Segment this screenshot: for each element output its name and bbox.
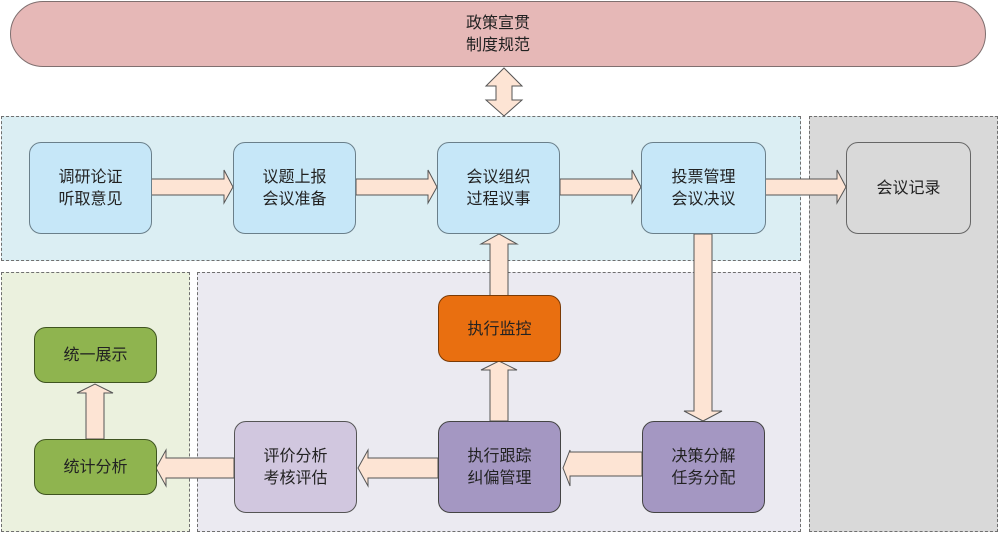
node-organize-line2: 过程议事 xyxy=(466,189,531,208)
node-stats-line1: 统计分析 xyxy=(63,457,128,476)
arrow-organize-to-vote xyxy=(559,169,642,205)
arrow-evaluate-to-stats xyxy=(155,448,235,488)
node-vote[interactable]: 投票管理 会议决议 xyxy=(641,142,766,234)
node-evaluate-line1: 评价分析 xyxy=(263,446,328,465)
node-organize[interactable]: 会议组织 过程议事 xyxy=(437,142,560,234)
node-vote-line1: 投票管理 xyxy=(671,167,736,186)
banner-line1: 政策宣贯 xyxy=(465,13,530,32)
banner-line2: 制度规范 xyxy=(465,35,530,54)
node-evaluate[interactable]: 评价分析 考核评估 xyxy=(234,421,357,513)
node-agenda[interactable]: 议题上报 会议准备 xyxy=(233,142,356,234)
node-decompose[interactable]: 决策分解 任务分配 xyxy=(642,421,765,513)
node-decompose-line1: 决策分解 xyxy=(671,446,736,465)
node-research-line1: 调研论证 xyxy=(58,167,123,186)
node-monitor-line1: 执行监控 xyxy=(467,318,532,338)
arrow-stats-to-display xyxy=(76,383,114,440)
arrow-research-to-agenda xyxy=(150,169,234,205)
node-evaluate-line2: 考核评估 xyxy=(263,468,328,487)
node-agenda-line1: 议题上报 xyxy=(262,167,327,186)
node-decompose-line2: 任务分配 xyxy=(671,468,736,487)
arrow-banner-bidirectional xyxy=(484,67,524,117)
node-agenda-line2: 会议准备 xyxy=(262,189,327,208)
node-track-line2: 纠偏管理 xyxy=(467,468,532,487)
node-research[interactable]: 调研论证 听取意见 xyxy=(29,142,152,234)
arrow-agenda-to-organize xyxy=(355,169,438,205)
arrow-monitor-to-organize xyxy=(479,233,519,297)
arrow-vote-to-record xyxy=(764,169,847,205)
node-display[interactable]: 统一展示 xyxy=(34,327,157,383)
node-vote-line2: 会议决议 xyxy=(671,189,736,208)
arrow-track-to-evaluate xyxy=(357,448,439,488)
node-record[interactable]: 会议记录 xyxy=(846,142,971,234)
arrow-track-to-monitor xyxy=(480,360,518,422)
node-track-line1: 执行跟踪 xyxy=(467,446,532,465)
arrow-decompose-to-track xyxy=(562,449,643,487)
node-monitor[interactable]: 执行监控 xyxy=(438,295,561,362)
node-display-line1: 统一展示 xyxy=(63,345,128,364)
node-record-line1: 会议记录 xyxy=(876,178,941,197)
node-track[interactable]: 执行跟踪 纠偏管理 xyxy=(438,421,561,513)
node-research-line2: 听取意见 xyxy=(58,189,123,208)
arrow-vote-to-decompose xyxy=(683,233,723,422)
node-organize-line1: 会议组织 xyxy=(466,167,531,186)
policy-banner: 政策宣贯 制度规范 xyxy=(10,1,986,67)
node-stats[interactable]: 统计分析 xyxy=(34,439,157,495)
